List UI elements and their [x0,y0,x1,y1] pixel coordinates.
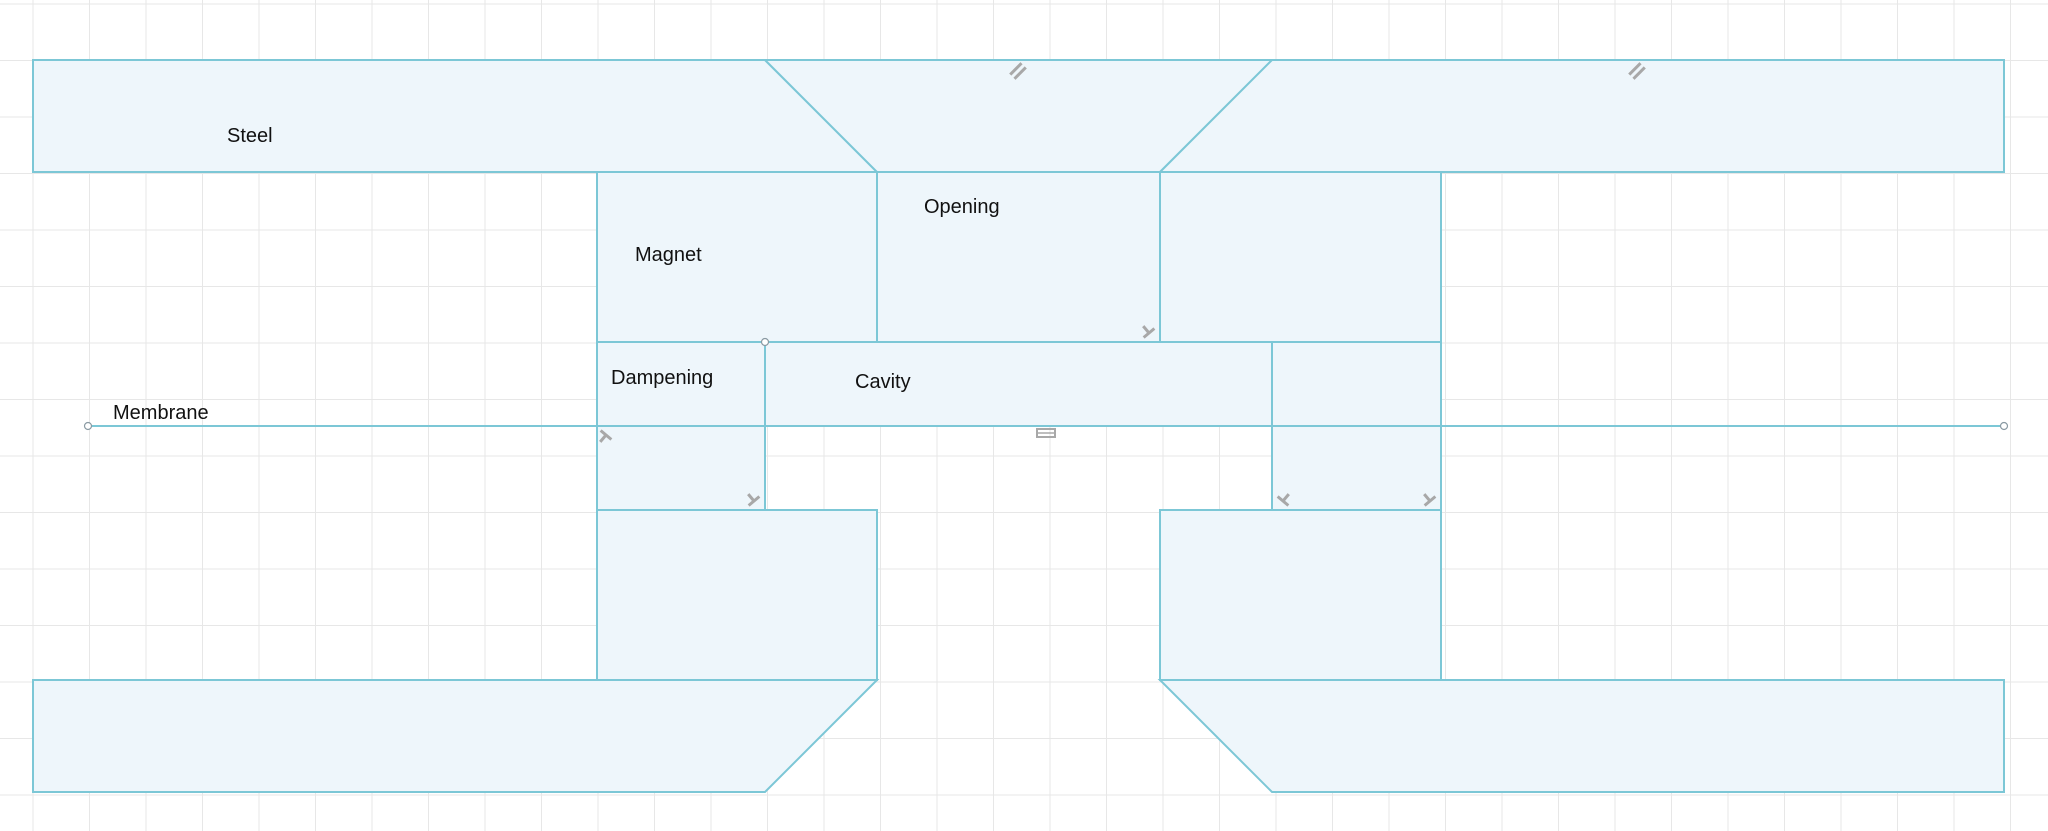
perpendicular-marker-icon [1142,325,1156,339]
perpendicular-marker-icon [747,493,761,507]
label-steel: Steel [227,125,273,147]
perpendicular-marker-icon [1423,493,1437,507]
perpendicular-marker-icon [1276,493,1290,507]
label-magnet: Magnet [635,244,702,266]
membrane-endpoint-left[interactable] [83,421,93,431]
steel-top-left[interactable] [32,59,880,173]
magnet-upper-right[interactable] [1159,171,1442,343]
steel-top-right[interactable] [1157,59,2005,173]
parallel-marker-icon [1009,62,1027,80]
equal-marker-icon [1036,428,1056,438]
steel-bottom-right[interactable] [1157,679,2005,793]
label-dampening: Dampening [611,367,713,389]
magnet-lower-right[interactable] [1159,509,1442,681]
cavity[interactable] [764,341,1273,427]
perpendicular-marker-icon [599,429,613,443]
label-cavity: Cavity [855,371,911,393]
label-membrane: Membrane [113,402,209,424]
parallel-marker-icon [1628,62,1646,80]
opening-channel[interactable] [876,171,1161,343]
cavity-corner-node[interactable] [760,337,770,347]
label-opening: Opening [924,196,1000,218]
magnet-lower-left[interactable] [596,509,878,681]
steel-bottom-left[interactable] [32,679,880,793]
magnet-upper-left[interactable] [596,171,878,343]
membrane-endpoint-right[interactable] [1999,421,2009,431]
